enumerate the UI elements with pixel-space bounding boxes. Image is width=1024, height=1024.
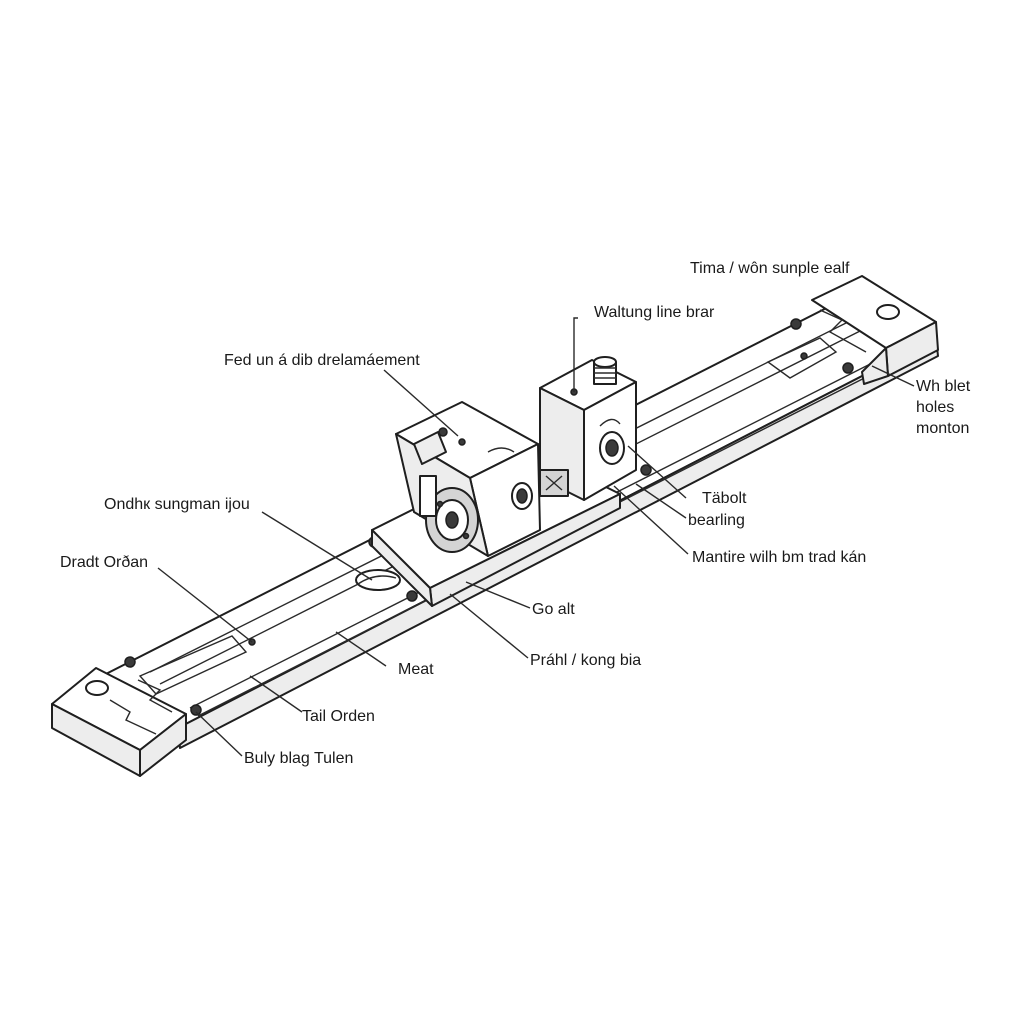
- leader-whblet: [871, 365, 915, 387]
- label-tabolt-2: bearling: [688, 512, 745, 529]
- leader-ondhk: [261, 511, 373, 581]
- label-whblet-1: Wh blet: [916, 378, 971, 395]
- leader-bulyblag: [195, 711, 243, 757]
- label-tail: Tail Orden: [302, 708, 375, 725]
- rail-screw-3: [640, 464, 652, 476]
- label-ondhk: Ondhк sungman ijou: [104, 496, 250, 513]
- label-prahl: Práhl / kong bia: [530, 652, 642, 669]
- leader-mantire: [613, 485, 689, 555]
- label-goalt: Go alt: [532, 601, 575, 618]
- left-end-block-side: [139, 713, 187, 777]
- leader-meat: [335, 631, 387, 667]
- label-waltung: Waltung line brar: [594, 304, 715, 321]
- carriage-base-side: [371, 529, 433, 607]
- leader-prahl: [449, 593, 529, 659]
- leader-waltung: [573, 317, 578, 392]
- left-end-hole: [85, 680, 109, 696]
- side-bracket: [419, 475, 437, 517]
- right-rail-pin: [800, 352, 808, 360]
- right-end-block-side: [861, 347, 889, 385]
- rail-slot: [355, 569, 401, 591]
- label-whblet-3: monton: [916, 420, 970, 437]
- label-meat: Meat: [398, 661, 434, 678]
- label-bulyblag: Buly blag Tulen: [244, 750, 354, 767]
- right-end-hole: [876, 304, 900, 320]
- right-screw-1: [790, 318, 802, 330]
- leader-tail: [249, 675, 303, 713]
- right-screw-2: [842, 362, 854, 374]
- leader-tabolt: [627, 445, 687, 499]
- label-draclt: Dradt Orðan: [60, 554, 149, 571]
- left-screw-2: [190, 704, 202, 716]
- left-screw-1: [124, 656, 136, 668]
- leader-bearling: [635, 483, 687, 519]
- leader-draclt: [157, 567, 253, 643]
- label-tabolt-1: Täbolt: [702, 490, 747, 507]
- label-tima: Tima / wôn sunple ealf: [690, 260, 850, 277]
- leader-goalt: [465, 581, 531, 609]
- label-whblet-2: holes: [916, 399, 955, 416]
- label-fed: Fed un á dib drelamáement: [224, 352, 420, 369]
- leader-fed: [383, 369, 459, 437]
- rail-screw-2: [406, 590, 418, 602]
- label-mantire: Mantire wilh bm trad kán: [692, 549, 867, 566]
